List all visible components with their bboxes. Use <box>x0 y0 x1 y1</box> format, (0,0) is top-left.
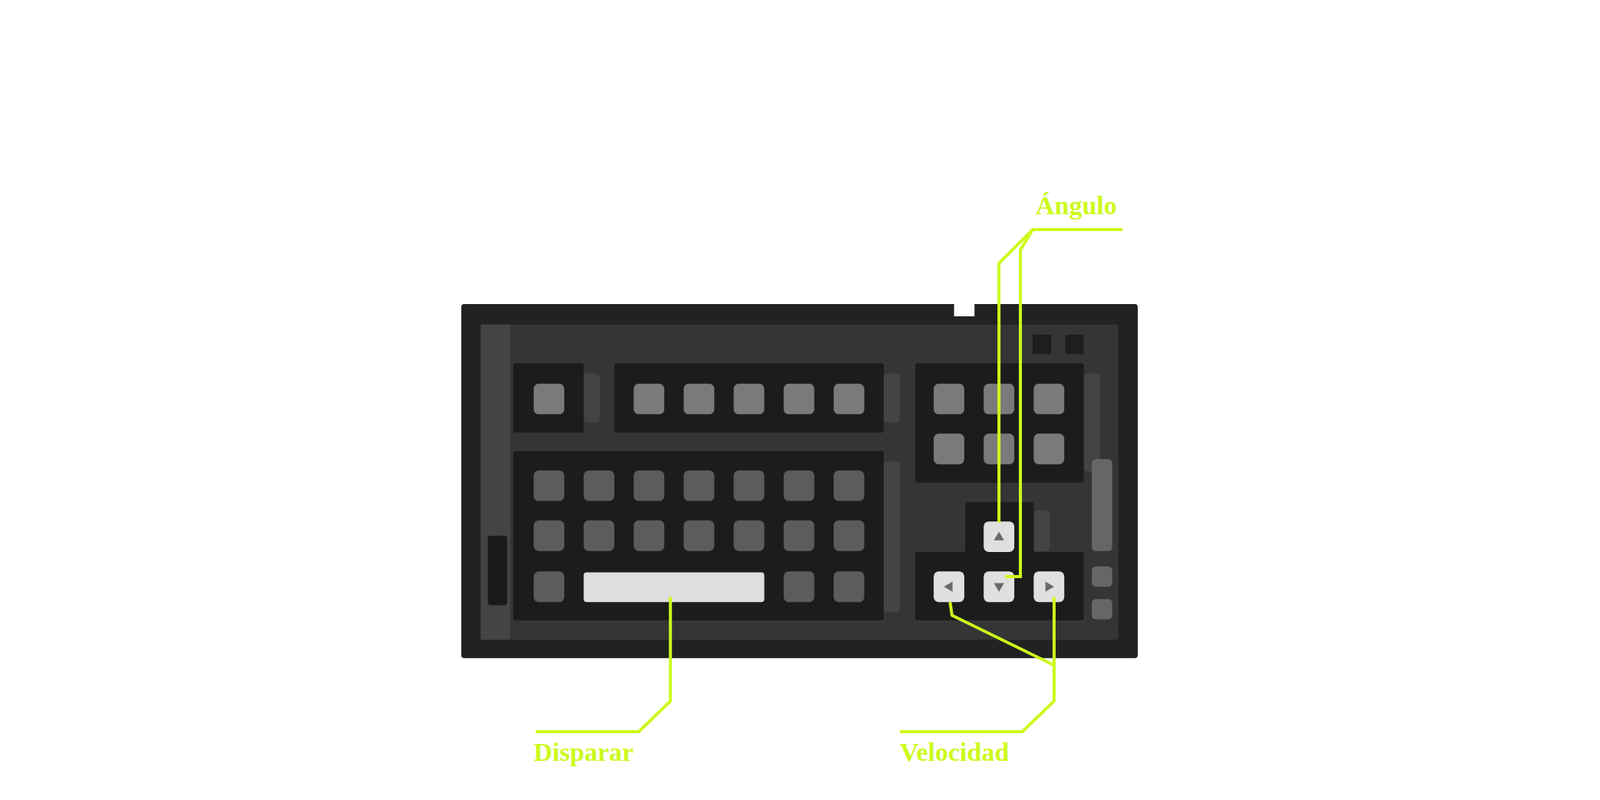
key <box>583 470 615 502</box>
key-group <box>915 552 1084 621</box>
key <box>783 470 815 502</box>
key <box>1033 571 1065 602</box>
key <box>733 470 765 502</box>
arrow-symbol <box>943 581 953 592</box>
key <box>833 470 865 502</box>
callout-label: Velocidad <box>899 737 1009 769</box>
side-button <box>1091 598 1113 620</box>
key <box>633 520 665 552</box>
leader-lines <box>535 229 1123 732</box>
key <box>833 383 865 415</box>
key <box>833 571 865 602</box>
key <box>533 383 565 415</box>
shadow-strip <box>1083 373 1100 472</box>
key <box>683 520 715 552</box>
notch <box>954 301 976 317</box>
shadow-strip <box>883 461 900 613</box>
key <box>783 520 815 552</box>
key <box>833 520 865 552</box>
key <box>1033 433 1065 465</box>
key-group <box>513 450 884 621</box>
shadow-strip <box>1033 510 1050 552</box>
shadow-strip <box>583 373 600 423</box>
side-bar <box>1091 459 1113 552</box>
key <box>533 571 565 602</box>
panel <box>480 324 1119 641</box>
housing <box>461 304 1138 658</box>
left-strip <box>480 324 511 641</box>
key <box>933 383 965 415</box>
indicator <box>1032 334 1052 354</box>
callout-label: Ángulo <box>1035 190 1118 222</box>
arrow-symbol <box>994 531 1005 540</box>
key <box>933 433 965 465</box>
keys <box>533 383 1065 602</box>
leader-line <box>899 597 1055 732</box>
leader-line <box>535 597 671 732</box>
slot <box>487 535 507 605</box>
key <box>783 383 815 415</box>
key <box>583 520 615 552</box>
shadow-strip <box>883 373 900 423</box>
key <box>733 383 765 415</box>
space-bar <box>583 572 764 603</box>
side-button <box>1091 566 1113 588</box>
key <box>533 520 565 552</box>
leader-line <box>949 601 1055 665</box>
key <box>633 470 665 502</box>
key <box>1033 383 1065 415</box>
key <box>683 470 715 502</box>
key-group <box>513 363 585 433</box>
indicator <box>1065 334 1085 354</box>
key <box>783 571 815 602</box>
key <box>533 470 565 502</box>
key <box>983 521 1015 553</box>
key <box>683 383 715 415</box>
key <box>633 383 665 415</box>
key <box>933 571 965 602</box>
arrow-symbol <box>1045 581 1055 592</box>
key <box>733 520 765 552</box>
callout-label: Disparar <box>533 737 634 769</box>
leader-line <box>1004 229 1033 577</box>
keyboard-body <box>461 301 1138 658</box>
leader-line <box>998 229 1123 523</box>
arrow-symbol <box>994 583 1005 592</box>
key-group <box>614 363 884 433</box>
